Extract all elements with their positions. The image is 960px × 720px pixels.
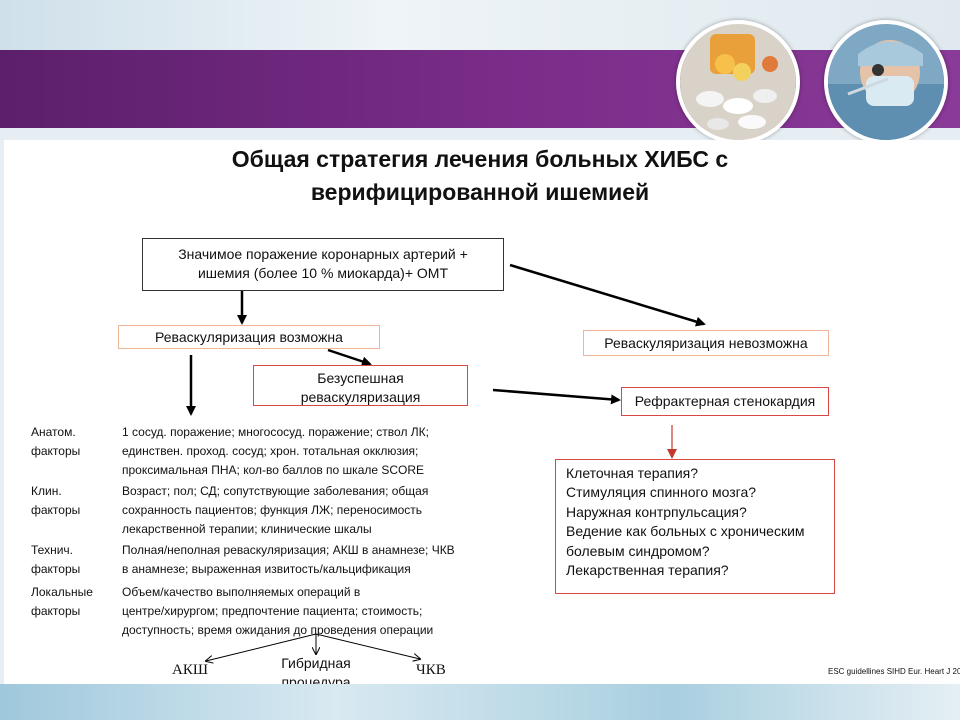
slide-title: Общая стратегия лечения больных ХИБС с в…: [120, 143, 840, 209]
factor-line: в анамнезе; выраженная извитость/кальциф…: [122, 562, 411, 576]
factor-text-technical: Полная/неполная реваскуляризация; АКШ в …: [122, 541, 502, 579]
therapy-option: Лекарственная терапия?: [566, 562, 729, 579]
factor-label-line: факторы: [31, 444, 81, 458]
surgeon-image: [828, 24, 944, 140]
coronary-lesion-box: Значимое поражение коронарных артерий + …: [142, 238, 504, 291]
factor-line: 1 сосуд. поражение; многососуд. поражени…: [122, 425, 429, 439]
therapy-option: Стимуляция спинного мозга?: [566, 484, 757, 501]
option-pci: ЧКВ: [416, 662, 446, 678]
unsuccessful-line-1: Безуспешная: [317, 370, 404, 386]
factor-line: Объем/качество выполняемых операций в: [122, 585, 361, 599]
factor-line: центре/хирургом; предпочтение пациента; …: [122, 604, 423, 618]
factor-label-local: Локальные факторы: [31, 583, 93, 621]
pills-photo: [676, 20, 800, 144]
coronary-lesion-line-1: Значимое поражение коронарных артерий +: [178, 246, 468, 262]
factor-text-clinical: Возраст; пол; СД; сопутствующие заболева…: [122, 482, 502, 539]
therapy-options-box: Клеточная терапия? Стимуляция спинного м…: [555, 459, 835, 594]
factor-label-line: факторы: [31, 503, 81, 517]
source-citation: ESC guidellines SIHD Eur. Heart J 20: [828, 667, 960, 676]
title-line-2: верифицированной ишемией: [310, 179, 650, 205]
factor-line: лекарственной терапии; клинические шкалы: [122, 522, 372, 536]
therapy-option: Наружная контрпульсация?: [566, 503, 747, 520]
factor-line: доступность; время ожидания до проведени…: [122, 623, 434, 637]
factor-label-line: Анатом.: [31, 425, 76, 439]
factor-line: проксимальная ПНА; кол-во баллов по шкал…: [122, 463, 425, 477]
refractory-angina-box: Рефрактерная стенокардия: [621, 387, 829, 416]
option-hybrid: Гибридная процедура: [266, 654, 366, 684]
factor-label-line: факторы: [31, 604, 81, 618]
factor-label-anatomical: Анатом. факторы: [31, 423, 80, 461]
factor-label-line: Клин.: [31, 484, 62, 498]
factor-label-technical: Технич. факторы: [31, 541, 80, 579]
factor-label-line: Локальные: [31, 585, 93, 599]
unsuccessful-revasc-box: Безуспешная реваскуляризация: [253, 365, 468, 406]
therapy-option: болевым синдромом?: [566, 542, 710, 559]
footer-background: [0, 684, 960, 720]
factor-line: Полная/неполная реваскуляризация; АКШ в …: [122, 543, 455, 557]
revasc-possible-box: Реваскуляризация возможна: [118, 325, 380, 349]
surgeon-photo: [824, 20, 948, 144]
revasc-impossible-box: Реваскуляризация невозможна: [583, 330, 829, 356]
pills-image: [680, 24, 796, 140]
factor-text-local: Объем/качество выполняемых операций в це…: [122, 583, 502, 640]
option-hybrid-line-1: Гибридная: [281, 655, 351, 671]
factor-label-line: Технич.: [31, 543, 73, 557]
factor-line: Возраст; пол; СД; сопутствующие заболева…: [122, 484, 429, 498]
title-line-1: Общая стратегия лечения больных ХИБС с: [231, 146, 729, 172]
option-hybrid-line-2: процедура: [281, 674, 351, 684]
therapy-option: Клеточная терапия?: [566, 465, 699, 481]
coronary-lesion-line-2: ишемия (более 10 % миокарда)+ ОМТ: [197, 265, 449, 281]
therapy-option: Ведение как больных с хроническим: [566, 523, 805, 540]
factor-line: сохранность пациентов; функция ЛЖ; перен…: [122, 503, 422, 517]
factor-label-clinical: Клин. факторы: [31, 482, 80, 520]
factor-line: единствен. проход. сосуд; хрон. тотальна…: [122, 444, 419, 458]
factor-text-anatomical: 1 сосуд. поражение; многососуд. поражени…: [122, 423, 502, 480]
purple-header-band: [0, 50, 960, 128]
factor-label-line: факторы: [31, 562, 81, 576]
option-cabg: АКШ: [172, 662, 208, 678]
unsuccessful-line-2: реваскуляризация: [300, 389, 421, 405]
